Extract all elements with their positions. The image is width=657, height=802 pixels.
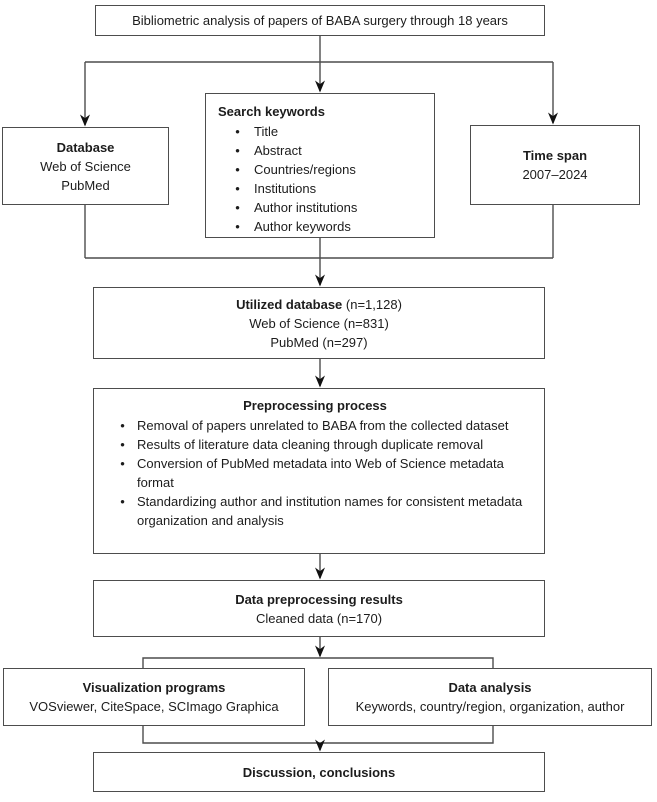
node-time-span-title: Time span [522,148,588,163]
node-utilized-database-title: Utilized database (n=1,128) [236,296,402,312]
search-keywords-list: • Title • Abstract • Countries/regions • Instit… [218,122,428,236]
bullet-icon: • [235,162,240,177]
bullet-text: Countries/regions [254,162,356,177]
node-utilized-database-line: Web of Science (n=831) [249,315,389,331]
node-preprocessing-results: Data preprocessing results Cleaned data … [93,580,545,637]
bullet-text: Removal of papers unrelated to BABA from… [137,418,509,433]
node-data-analysis-title: Data analysis [448,680,532,695]
node-search-keywords: Search keywords • Title • Abstract • Countrie… [205,93,435,238]
bullet-item: • Countries/regions [218,160,428,179]
bullet-item: • Abstract [218,141,428,160]
node-preprocessing: Preprocessing process • Removal of papers… [93,388,545,554]
bullet-item: • Institutions [218,179,428,198]
bullet-item: • Standardizing author and institution na… [94,492,536,530]
bullet-icon: • [235,219,240,234]
bullet-icon: • [235,200,240,215]
bullet-text: Author institutions [254,200,358,215]
node-title: Bibliometric analysis of papers of BABA … [95,5,545,36]
bullet-item: • Author institutions [218,198,428,217]
node-time-span: Time span 2007–2024 [470,125,640,205]
bullet-item: • Conversion of PubMed metadata into Web … [94,454,536,492]
bullet-item: • Author keywords [218,217,428,236]
node-preprocessing-results-line: Cleaned data (n=170) [255,610,383,626]
bullet-icon: • [235,181,240,196]
node-database: Database Web of Science PubMed [2,127,169,205]
bullet-icon: • [235,124,240,139]
bullet-text: Conversion of PubMed metadata into Web o… [137,456,504,490]
node-utilized-database: Utilized database (n=1,128) Web of Scien… [93,287,545,359]
node-data-analysis: Data analysis Keywords, country/region, … [328,668,652,726]
node-visualization-line: VOSviewer, CiteSpace, SCImago Graphica [29,699,279,714]
node-preprocessing-results-title: Data preprocessing results [235,591,403,607]
preprocessing-list: • Removal of papers unrelated to BABA fro… [94,416,536,530]
node-database-line: Web of Science [40,158,131,174]
bullet-icon: • [120,494,125,509]
node-utilized-database-line: PubMed (n=297) [270,334,368,350]
node-data-analysis-line: Keywords, country/region, organization, … [355,699,625,714]
bullet-text: Author keywords [254,219,351,234]
bullet-icon: • [120,418,125,433]
node-visualization-title: Visualization programs [82,680,226,695]
bullet-item: • Results of literature data cleaning thr… [94,435,536,454]
bullet-icon: • [120,437,125,452]
bullet-item: • Title [218,122,428,141]
node-title-text: Bibliometric analysis of papers of BABA … [132,13,508,28]
bullet-item: • Removal of papers unrelated to BABA fro… [94,416,536,435]
node-database-line: PubMed [61,177,110,193]
node-visualization-programs: Visualization programs VOSviewer, CiteSp… [3,668,305,726]
bullet-text: Abstract [254,143,302,158]
node-search-keywords-title: Search keywords [218,104,325,119]
node-database-title: Database [56,139,115,155]
bullet-text: Results of literature data cleaning thro… [137,437,484,452]
node-discussion: Discussion, conclusions [93,752,545,792]
bullet-text: Institutions [254,181,317,196]
bullet-icon: • [120,456,125,471]
bullet-icon: • [235,143,240,158]
node-discussion-title: Discussion, conclusions [242,764,396,780]
node-preprocessing-title: Preprocessing process [243,398,387,413]
node-time-span-line: 2007–2024 [522,167,588,182]
bullet-text: Standardizing author and institution nam… [137,494,523,528]
bullet-text: Title [254,124,279,139]
